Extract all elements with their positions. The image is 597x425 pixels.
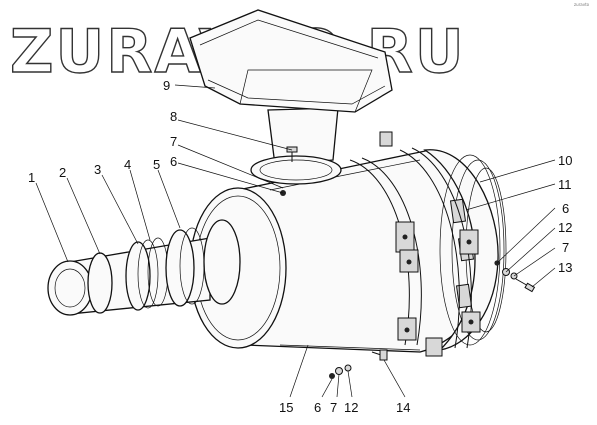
callout-10: 10 xyxy=(558,153,572,168)
callout-15: 15 xyxy=(279,400,293,415)
inlet-hood xyxy=(189,9,393,185)
callout-8: 8 xyxy=(170,109,177,124)
corner-mark: zuravto xyxy=(574,2,590,7)
callout-6-right: 6 xyxy=(562,201,569,216)
callout-3: 3 xyxy=(94,162,101,177)
callout-labels: 1 2 3 4 5 6 7 8 9 10 11 6 12 7 13 15 6 7… xyxy=(28,78,572,415)
callout-5: 5 xyxy=(153,157,160,172)
callout-2: 2 xyxy=(59,165,66,180)
callout-6-top: 6 xyxy=(170,154,177,169)
callout-14: 14 xyxy=(396,400,410,415)
outlet-pipe xyxy=(47,219,241,316)
callout-6-bottom: 6 xyxy=(314,400,321,415)
callout-13: 13 xyxy=(558,260,572,275)
callout-7-top: 7 xyxy=(170,134,177,149)
callout-11: 11 xyxy=(558,177,572,192)
mounting-clamps xyxy=(349,131,481,357)
callout-12-right: 12 xyxy=(558,220,572,235)
callout-7-right: 7 xyxy=(562,240,569,255)
callout-12-bottom: 12 xyxy=(344,400,358,415)
callout-7-bottom: 7 xyxy=(330,400,337,415)
leader-lines xyxy=(35,84,556,398)
callout-4: 4 xyxy=(124,157,131,172)
callout-1: 1 xyxy=(28,170,35,185)
callout-9: 9 xyxy=(163,78,170,93)
